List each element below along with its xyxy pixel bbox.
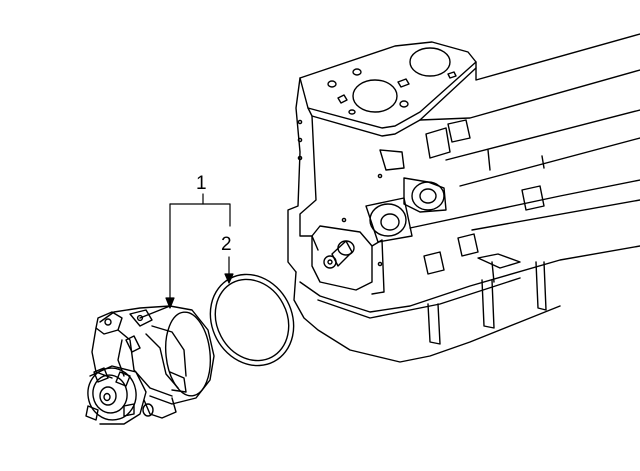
engine-rib-5 [471,199,640,231]
pump-hub-shroud [89,365,147,425]
pump-inlet-pipe [143,397,177,419]
pump-hub-lug-3 [123,403,135,417]
o-ring-inner [214,278,290,362]
pump-hub-center [99,386,117,406]
o-ring-outer [209,273,295,367]
block-bolt-5 [377,261,383,267]
oil-pan-rail [299,245,640,313]
pump-inlet-pipe-end [142,403,154,417]
pump-side-fin [169,371,187,393]
engine-block [287,33,640,363]
engine-front-upper-face [287,77,301,273]
crank-snout-end-center [327,259,333,265]
deck-bore-small-4 [348,109,356,115]
pump-housing-rear [139,305,215,405]
engine-side-vertical-1 [487,149,491,171]
dipstick-bracket [477,253,521,269]
crank-snout-end [323,255,337,269]
deck-bore-small-2 [352,68,362,76]
side-boss-2 [425,127,451,159]
side-boss-1 [379,149,405,171]
callout-leaders [165,193,234,309]
pump-mount-flange [365,197,413,243]
pump-mount-ear-mid [129,309,153,327]
engine-lower-front [293,271,561,363]
pump-mount-bore-outer [369,203,407,237]
pump-body-front [91,327,113,379]
deck-coolant-port-3 [447,71,457,79]
engine-side-vertical-2 [541,155,545,169]
engine-right-upper-edge [475,33,640,81]
pump-housing-top [99,305,171,323]
block-bolt-2 [297,155,303,161]
deck-bore-rear [409,47,451,77]
engine-head-deck-edge [307,67,477,137]
engine-rib-1 [419,69,640,121]
engine-rib-4 [409,179,640,229]
water-pump [85,305,215,425]
pump-body-web [145,333,179,389]
deck-coolant-port-2 [397,78,410,88]
dipstick-tube [491,261,495,283]
side-boss-6 [423,251,445,275]
engine-head-deck [299,41,477,129]
coolant-outlet-inner [419,188,437,204]
oil-pan-lip [317,277,521,319]
pump-side-port [125,335,141,353]
pump-hub-bore [103,392,111,402]
engine-front-inner-edge [299,115,319,251]
deck-bore-small-3 [399,100,409,108]
block-bolt-1 [297,137,303,143]
engine-rib-2 [445,109,640,161]
pump-body-inner-1 [117,329,173,397]
engine-rib-3 [459,137,640,187]
block-bolt-4 [341,217,347,223]
side-boss-4 [521,185,545,211]
deck-bore-front [352,79,398,113]
pump-hub-lug-4 [85,405,99,421]
oil-pan-rib-1 [427,303,441,345]
pump-rear-rim [164,311,212,397]
coolant-outlet-neck [403,177,447,213]
pump-mount-ear-top-hole [104,318,112,326]
oil-pan-rib-3 [535,261,547,311]
block-bolt-3 [377,173,383,179]
timing-cover-rib [371,239,385,295]
pump-hub-lug-2 [115,371,131,387]
pump-mount-bore-inner [380,213,400,231]
callout-number-2: 2 [221,234,232,255]
leader-1-bracket [169,203,231,227]
side-boss-3 [447,119,471,143]
pump-mount-ear-mid-hole [136,314,144,322]
side-boss-5 [457,233,479,257]
pump-body-web-2 [151,325,187,377]
pump-hub-lug-1 [93,367,109,383]
callout-number-1: 1 [196,173,207,194]
leader-1-arrowhead [165,297,175,309]
block-bolt-6 [297,119,303,125]
deck-coolant-port-1 [337,94,348,104]
o-ring-seal [209,273,295,367]
timing-cover [311,225,373,291]
deck-bore-small-1 [327,80,337,88]
oil-pan-rib-2 [481,279,495,329]
